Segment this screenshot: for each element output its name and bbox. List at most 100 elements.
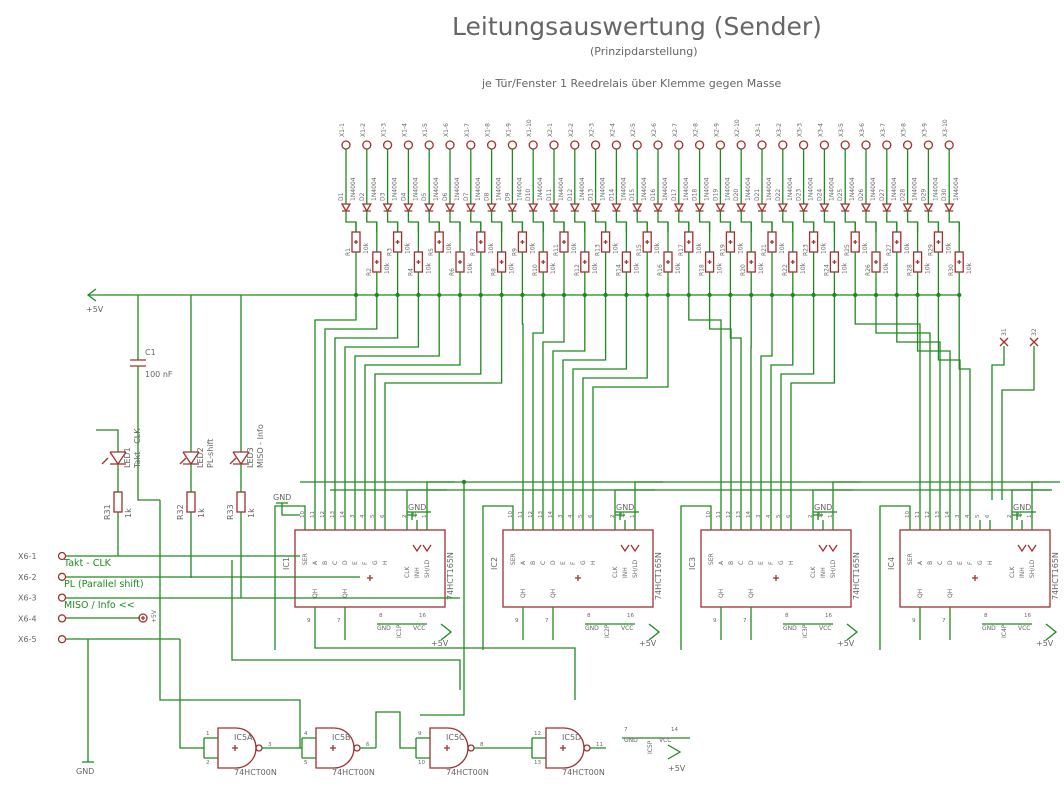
input-terminal[interactable]	[736, 140, 746, 150]
ic-input-label: A	[520, 560, 527, 565]
ic-input-label: F	[768, 561, 775, 565]
power-vcc-label: VCC	[1018, 625, 1030, 632]
input-terminal[interactable]	[819, 140, 830, 150]
ic-control-label: SH/LD	[1029, 559, 1036, 578]
input-terminal[interactable]	[466, 140, 476, 150]
input-terminal[interactable]	[653, 140, 663, 150]
input-terminal[interactable]	[341, 140, 351, 150]
input-terminal[interactable]	[840, 140, 850, 150]
input-terminal[interactable]	[445, 140, 455, 150]
diode-symbol	[569, 203, 580, 213]
nand-name: IC5D	[562, 733, 581, 742]
resistor-name: R14	[615, 264, 622, 276]
input-terminal[interactable]	[486, 140, 497, 150]
diode-symbol	[507, 203, 518, 213]
resistor-name: R17	[678, 244, 685, 256]
ic-gnd-label: GND	[616, 503, 634, 512]
ic-pin-number: 11	[716, 511, 722, 518]
terminal-label: X3-4	[817, 123, 824, 137]
ic5p-name: IC5P	[647, 740, 654, 754]
diode-type: 1N4004	[475, 177, 482, 201]
terminal-label: X1-1	[339, 123, 346, 137]
x6-pin[interactable]	[57, 551, 67, 561]
input-terminal[interactable]	[674, 140, 684, 150]
resistor-name: R4	[407, 268, 414, 276]
ic-pin-number: 12	[320, 511, 326, 518]
nand-power: 7 14 GND VCC IC5P +5V	[622, 727, 690, 773]
ic-pin-number: 12	[726, 511, 732, 518]
x6-pin[interactable]	[57, 614, 67, 623]
input-terminal[interactable]	[382, 140, 393, 150]
input-terminal[interactable]	[507, 140, 518, 150]
x6-pin[interactable]	[57, 593, 67, 602]
diode-type: 1N4004	[350, 177, 357, 201]
input-terminal[interactable]	[902, 140, 913, 150]
input-terminal[interactable]	[694, 140, 705, 150]
input-terminal[interactable]	[611, 140, 622, 150]
input-terminal[interactable]	[590, 140, 601, 150]
terminal-label: X3-1	[755, 123, 762, 137]
input-terminal[interactable]	[570, 140, 580, 150]
diode-name: D12	[567, 189, 574, 201]
terminal-label: X2-8	[693, 123, 700, 137]
input-terminal[interactable]	[861, 140, 871, 150]
input-terminal[interactable]	[424, 140, 434, 150]
ic-pin-number: 9	[515, 618, 519, 624]
diode-type: 1N4004	[392, 177, 399, 201]
resistor-name: R2	[366, 268, 373, 276]
input-terminal[interactable]	[528, 140, 538, 150]
ic-type: 74HCT165N	[654, 552, 663, 600]
resistor-value: 10k	[821, 242, 828, 254]
ic-input-label: B	[322, 561, 329, 565]
input-terminal[interactable]	[632, 140, 642, 150]
power-pin: 16	[825, 613, 832, 619]
ic-gnd-label: GND	[1013, 503, 1031, 512]
diode-name: D4	[400, 192, 407, 201]
diode-symbol	[632, 203, 643, 213]
diode-symbol	[611, 203, 622, 213]
resistor-name: R15	[636, 244, 643, 256]
ic-input-label: F	[362, 561, 369, 565]
ic-input-label: C	[738, 561, 745, 565]
terminal-label: X1-5	[422, 123, 429, 137]
input-terminal[interactable]	[882, 140, 892, 150]
ic-input-label: B	[927, 561, 934, 565]
resistor-name: R5	[428, 248, 435, 256]
resistor-value: 10k	[966, 262, 973, 274]
ic-type: 74HCT165N	[852, 552, 861, 600]
diode-symbol	[944, 203, 955, 213]
input-terminal[interactable]	[757, 140, 767, 150]
led1-label: Takt - CLK	[133, 428, 142, 469]
led3-label: MISO - Info	[256, 424, 265, 468]
input-terminal[interactable]	[549, 140, 559, 150]
input-terminal[interactable]	[403, 140, 414, 150]
ic-output-label: QH	[520, 589, 527, 598]
ic-pin-number: 5	[776, 514, 782, 518]
diode-symbol	[798, 203, 809, 213]
input-terminal[interactable]	[923, 140, 934, 150]
input-terminal[interactable]	[798, 140, 809, 150]
x6-pin[interactable]	[57, 635, 67, 644]
input-terminal[interactable]	[944, 140, 954, 150]
x6-pin[interactable]	[57, 572, 67, 581]
diode-name: D18	[692, 189, 699, 201]
input-terminal[interactable]	[778, 140, 788, 150]
diode-type: 1N4004	[891, 177, 898, 201]
led1-name: LED1	[123, 447, 132, 468]
diode-name: D6	[442, 192, 449, 201]
input-terminal[interactable]	[362, 140, 372, 150]
ic-output-label: QH	[748, 589, 755, 598]
nand-gates: IC5A74HCT00N123IC5B74HCT00N456IC5C74HCT0…	[159, 500, 606, 777]
diode-type: 1N4004	[620, 177, 627, 201]
input-terminal[interactable]	[715, 140, 726, 150]
terminal-label: X3-8	[901, 123, 908, 137]
diode-symbol	[840, 203, 851, 213]
